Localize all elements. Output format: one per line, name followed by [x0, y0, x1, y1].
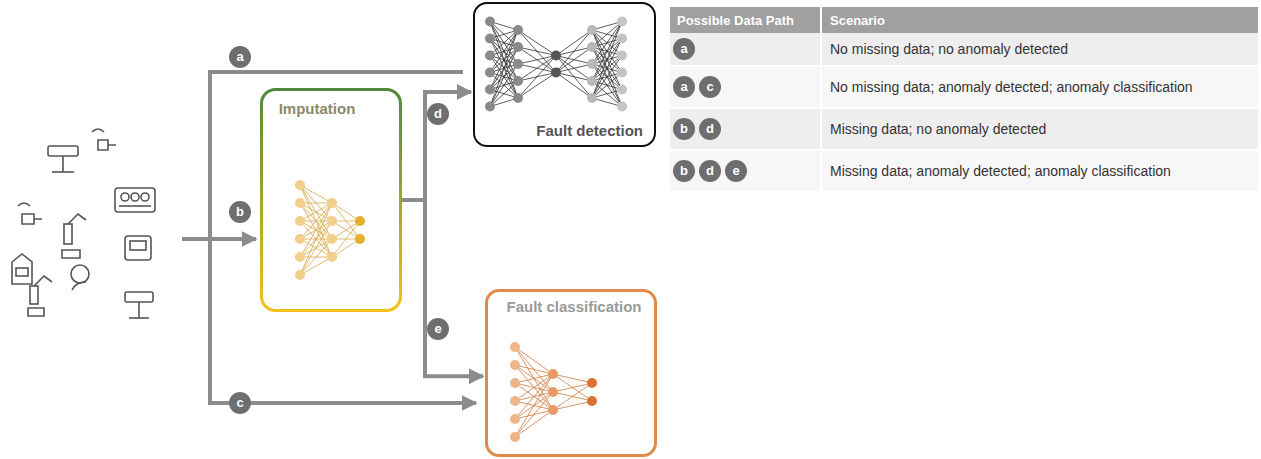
table-header: Scenario: [830, 13, 885, 28]
device-icons: [12, 129, 155, 318]
path-letter: b: [673, 118, 695, 140]
table-cell: No missing data; anomaly detected; anoma…: [830, 79, 1193, 95]
connector: [402, 200, 483, 376]
path-letter: d: [427, 103, 449, 125]
path-letter: d: [699, 160, 721, 182]
path-letter: a: [673, 38, 695, 60]
path-letter: e: [427, 318, 449, 340]
table-cell: No missing data; no anomaly detected: [830, 41, 1068, 57]
path-letter: d: [699, 118, 721, 140]
imputation-box: Imputation: [260, 88, 402, 312]
table-cell: Missing data; no anomaly detected: [830, 121, 1046, 137]
path-letter: c: [229, 392, 251, 414]
path-letter: b: [229, 201, 251, 223]
table-background: [670, 7, 1258, 191]
detection-box: Fault detection: [473, 2, 656, 147]
neural-network-art: [295, 17, 627, 443]
path-letter: e: [725, 160, 747, 182]
source-paths: [182, 72, 476, 403]
node-title: Fault detection: [533, 122, 646, 139]
path-letter: b: [673, 160, 695, 182]
path-letter: c: [699, 76, 721, 98]
classification-box: Fault classification: [485, 289, 657, 457]
path-letter: a: [229, 46, 251, 68]
table-cell: Missing data; anomaly detected; anomaly …: [830, 163, 1171, 179]
connector: [402, 92, 471, 200]
node-title: Fault classification: [503, 298, 644, 315]
path-letter: a: [673, 76, 695, 98]
gradient-outline: [260, 88, 402, 312]
table-header: Possible Data Path: [677, 13, 794, 28]
node-title: Imputation: [276, 100, 359, 117]
